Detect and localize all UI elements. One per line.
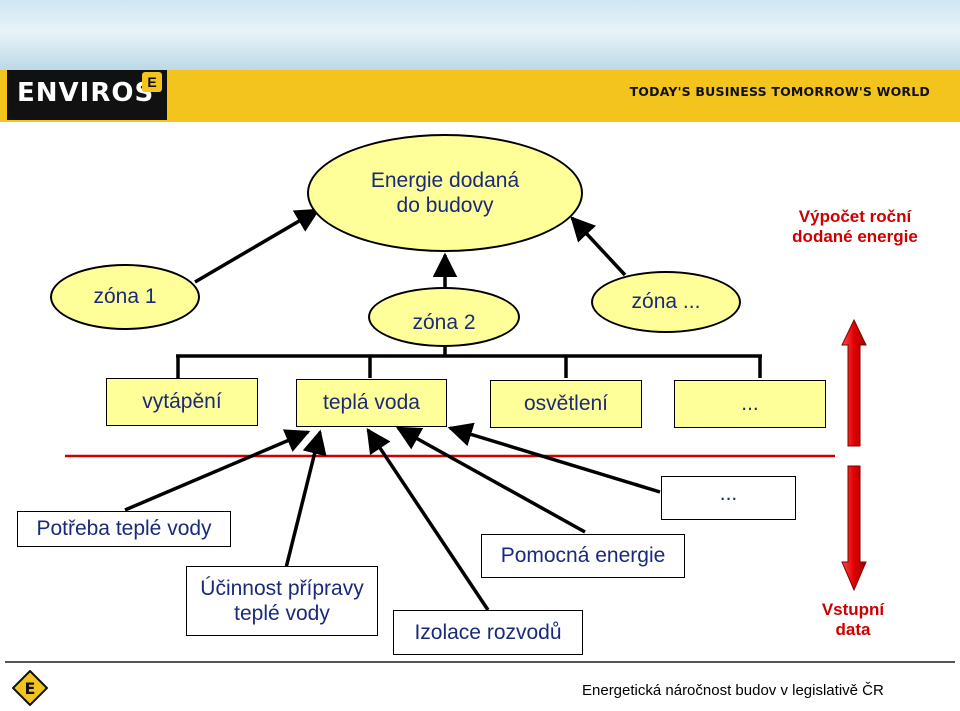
zone-3-node: zóna ... [591, 271, 741, 333]
footer-title: Energetická náročnost budov v legislativ… [582, 682, 884, 699]
red-arrow-down [841, 465, 867, 592]
label-vstupni-line-1: Vstupní [821, 600, 885, 619]
red-arrow-up [841, 318, 867, 447]
label-vstupni: Vstupní data [793, 600, 913, 639]
use-vytapeni-label: vytápění [142, 390, 222, 414]
zone-2-node: zóna 2 [368, 287, 520, 347]
input-pomocna: Pomocná energie [481, 534, 685, 578]
input-izolace: Izolace rozvodů [393, 610, 583, 655]
arrow-ucinnost [284, 429, 327, 569]
arrow-pomocna [395, 426, 586, 534]
footer-e-logo-letter: E [25, 679, 36, 698]
input-ucinnost-line-1: Účinnost přípravy [200, 576, 364, 600]
input-more: ... [661, 476, 796, 520]
input-ucinnost-line-2: teplé vody [234, 602, 330, 625]
zone-2-label: zóna 2 [412, 311, 476, 335]
logo-e-icon: E [142, 72, 162, 92]
label-vypocet: Výpočet roční dodané energie [765, 207, 945, 246]
root-line-2: do budovy [396, 194, 494, 217]
banner-sky [0, 0, 960, 70]
footer-e-logo-icon: E [12, 670, 48, 706]
use-osvetleni: osvětlení [490, 380, 642, 428]
arrow-more [447, 422, 661, 494]
use-more-label: ... [741, 392, 759, 416]
tagline: TODAY'S BUSINESS TOMORROW'S WORLD [629, 84, 930, 99]
zone-1-label: zóna 1 [93, 285, 157, 309]
label-vypocet-line-2: dodané energie [792, 226, 918, 246]
input-potreba-label: Potřeba teplé vody [36, 517, 212, 541]
logo-text: ENVIROS [17, 78, 155, 108]
use-osvetleni-label: osvětlení [523, 392, 609, 416]
use-tepla-voda-label: teplá voda [323, 391, 420, 415]
input-more-label: ... [719, 482, 738, 506]
input-pomocna-label: Pomocná energie [500, 544, 666, 568]
header-banner: ENVIROS E TODAY'S BUSINESS TOMORROW'S WO… [0, 0, 960, 122]
root-line-1: Energie dodaná [370, 168, 520, 192]
use-vytapeni: vytápění [106, 378, 258, 426]
arrow-zone3-root [570, 216, 627, 277]
enviros-logo: ENVIROS E [7, 70, 167, 120]
arrow-zone1-root [194, 208, 321, 284]
label-vypocet-line-1: Výpočet roční [798, 207, 912, 226]
use-more: ... [674, 380, 826, 428]
zone-1-node: zóna 1 [50, 264, 200, 330]
zone-3-label: zóna ... [631, 290, 701, 314]
footer-divider [5, 661, 955, 663]
input-izolace-label: Izolace rozvodů [414, 620, 562, 644]
arrow-potreba [124, 429, 311, 512]
use-tepla-voda: teplá voda [296, 379, 447, 427]
arrow-izolace [366, 427, 490, 611]
label-vstupni-line-2: data [835, 619, 871, 639]
input-potreba: Potřeba teplé vody [17, 511, 231, 547]
